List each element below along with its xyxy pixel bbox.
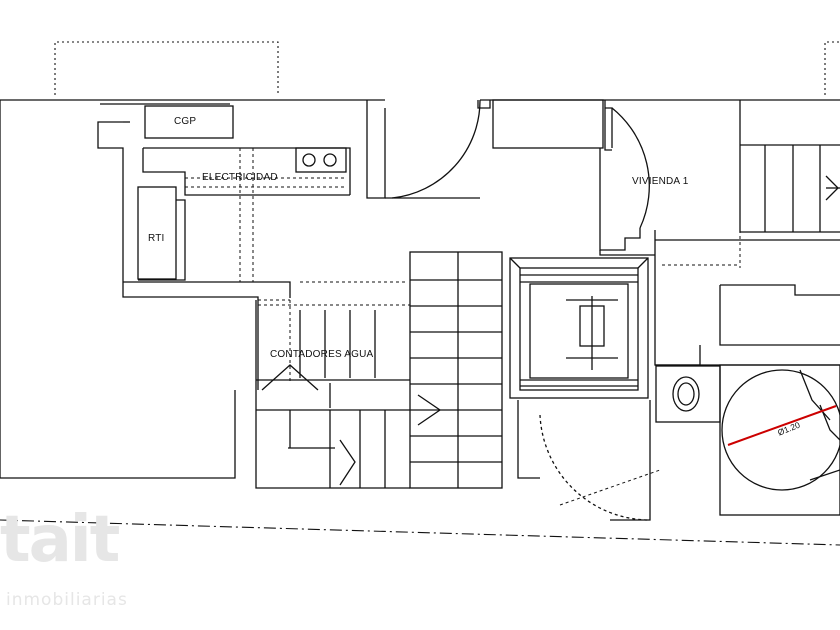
label-contadores: CONTADORES AGUA [270,349,374,360]
watermark-subtitle: inmobiliarias [6,590,128,610]
wc [655,365,721,423]
installation-dashes [185,148,741,506]
elevator-shaft [509,257,649,399]
label-cgp: CGP [174,116,197,127]
label-electricidad: ELECTRICIDAD [202,172,278,183]
diameter-line [727,405,837,446]
label-rti: RTI [148,233,165,244]
right-walls [654,230,840,366]
lobby-area [517,400,651,521]
accessible-room [719,364,840,516]
vivienda-door [599,100,655,256]
label-vivienda: VIVIENDA 1 [632,176,689,187]
lower-stair [255,300,410,489]
upper-stair [739,100,840,233]
entry-door [385,99,840,199]
center-stair [409,251,503,489]
balcony-outline [54,41,840,95]
exterior-walls [0,99,386,479]
property-line [0,519,840,546]
watermark-logo: tait [0,503,120,577]
